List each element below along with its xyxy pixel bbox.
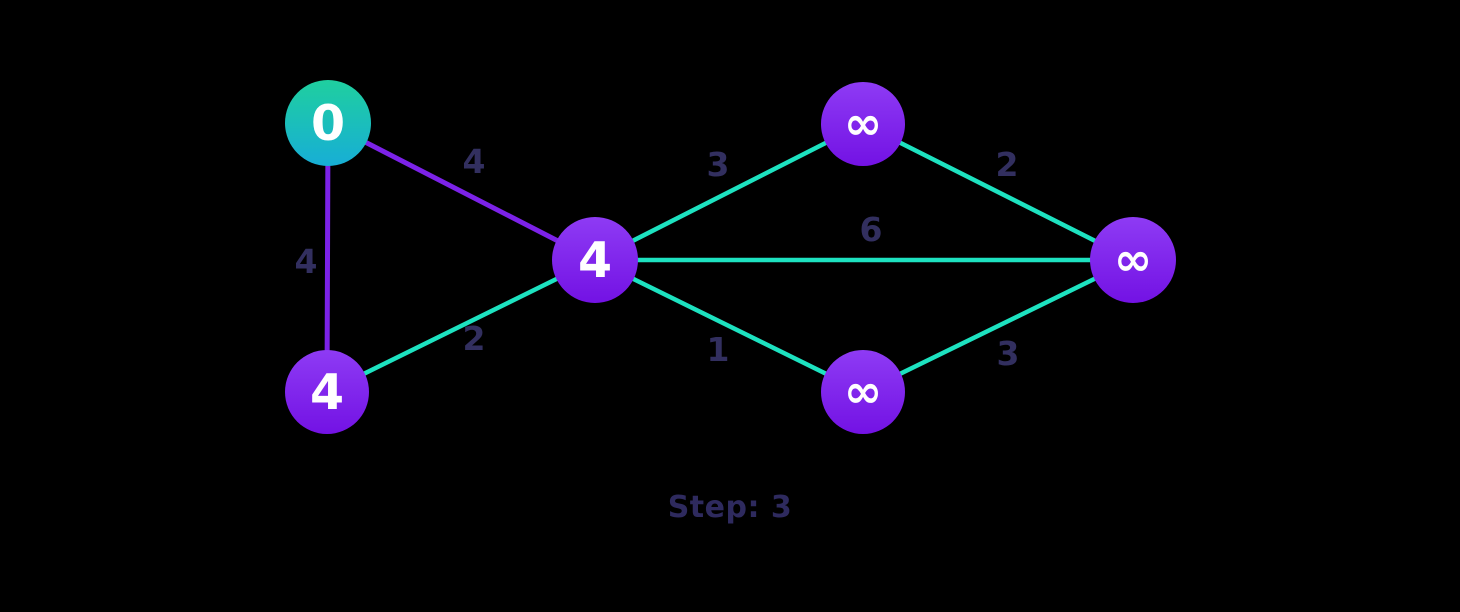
edge-A-C [324,120,331,395]
node-distance-label-C: 4 [310,364,344,421]
graph-node-E: ∞ [1090,217,1176,303]
node-distance-label-D: ∞ [844,96,882,150]
edge-B-F [592,257,866,395]
edge-weight-B-F: 1 [707,330,730,369]
node-circle-B [552,217,638,303]
edge-weight-A-B: 4 [463,142,486,181]
nodes-layer: 0 4 4 ∞ ∞ ∞ [285,80,1176,434]
edge-weight-C-B: 2 [463,319,486,358]
graph-node-C: 4 [285,350,369,434]
edge-weight-F-E: 3 [997,334,1020,373]
graph-node-D: ∞ [821,82,905,166]
step-indicator: Step: 3 [667,490,793,525]
edge-weights-layer: 4 4 2 3 6 1 2 3 [295,142,1020,373]
node-circle-F [821,350,905,434]
edge-weight-D-E: 2 [996,145,1019,184]
edge-D-E [860,121,1136,263]
graph-node-B: 4 [552,217,638,303]
edge-B-D [592,121,866,263]
edges-layer [324,120,1136,395]
edge-F-E [860,257,1136,395]
graph-node-F: ∞ [821,350,905,434]
node-distance-label-B: 4 [578,232,612,289]
node-distance-label-A: 0 [311,95,345,152]
node-distance-label-F: ∞ [844,364,882,418]
edge-C-B [324,257,598,395]
graph-node-A: 0 [285,80,371,166]
edge-A-B [325,120,598,263]
edge-weight-B-D: 3 [707,145,730,184]
node-distance-label-E: ∞ [1114,232,1152,286]
edge-weight-B-E: 6 [860,210,883,249]
edge-weight-A-C: 4 [295,242,318,281]
node-circle-D [821,82,905,166]
node-circle-A [285,80,371,166]
node-circle-C [285,350,369,434]
node-circle-E [1090,217,1176,303]
